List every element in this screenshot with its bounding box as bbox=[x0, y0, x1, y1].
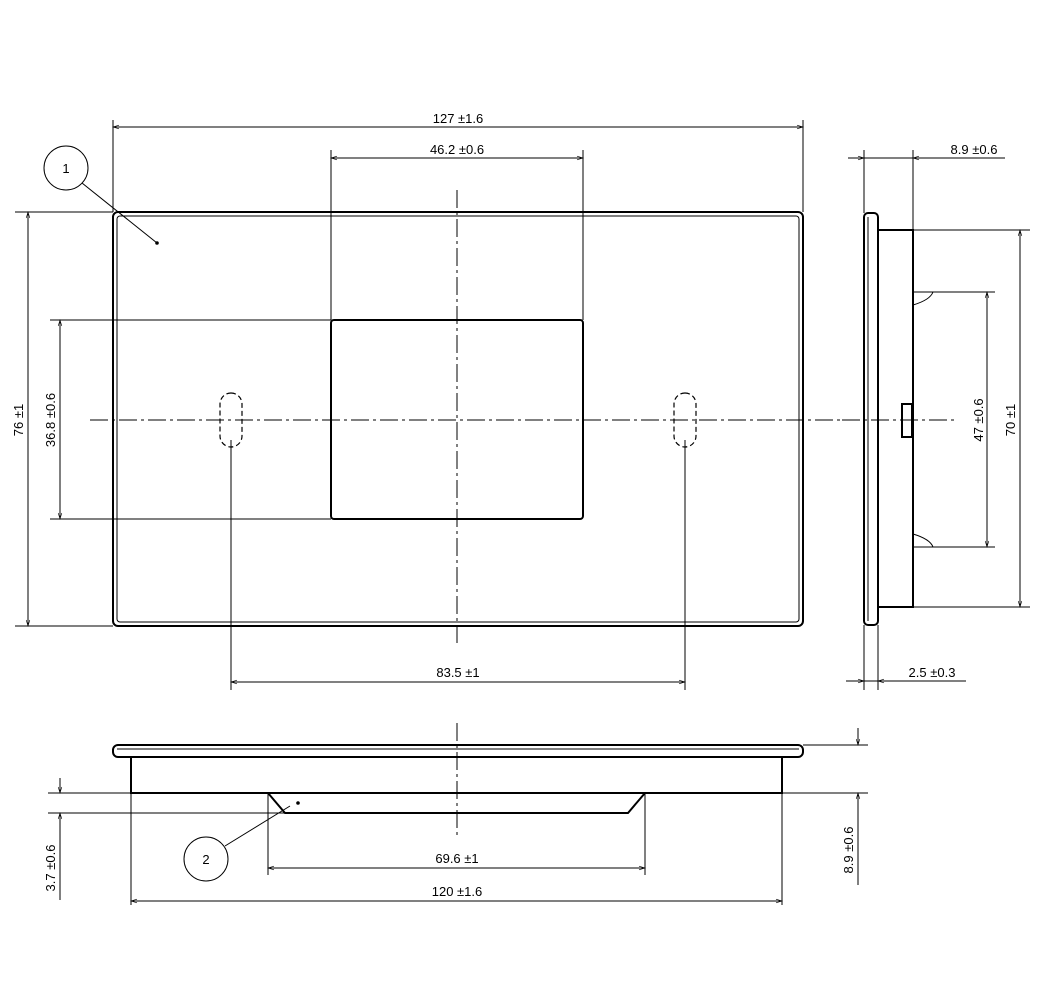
extension-lines bbox=[15, 120, 804, 690]
clip-bottom bbox=[912, 533, 934, 548]
balloon-1 bbox=[43, 145, 89, 191]
dim-step-height: 3.7 ±0.6 bbox=[43, 845, 58, 892]
dim-slot-spacing: 83.5 ±1 bbox=[436, 665, 479, 680]
dim-window-height: 36.8 ±0.6 bbox=[43, 393, 58, 447]
dim-overall-height: 76 ±1 bbox=[11, 404, 26, 436]
dim-bottom-depth: 8.9 ±0.6 bbox=[841, 827, 856, 874]
side-body bbox=[878, 229, 914, 608]
front-view: 127 ±1.6 46.2 ±0.6 76 ±1 36.8 ±0.6 83.5 … bbox=[11, 111, 840, 690]
bottom-plate bbox=[112, 744, 804, 758]
balloon-2-label: 2 bbox=[202, 852, 209, 867]
balloon-1-leader-dot bbox=[155, 241, 159, 245]
cover-plate-inner-edge bbox=[116, 215, 800, 623]
balloon-2-leader-dot bbox=[296, 801, 300, 805]
dim-plate-thickness: 2.5 ±0.3 bbox=[909, 665, 956, 680]
dim-window-width: 46.2 ±0.6 bbox=[430, 142, 484, 157]
side-extension-lines bbox=[863, 150, 1030, 690]
dim-body-width: 120 ±1.6 bbox=[432, 884, 483, 899]
cover-plate-outline bbox=[112, 211, 804, 627]
clip-top bbox=[912, 291, 934, 306]
dim-body-height: 70 ±1 bbox=[1003, 404, 1018, 436]
dim-recess-width: 69.6 ±1 bbox=[435, 851, 478, 866]
dim-clip-spacing: 47 ±0.6 bbox=[971, 398, 986, 441]
side-view: 8.9 ±0.6 70 ±1 47 ±0.6 2.5 ±0.3 bbox=[842, 142, 1030, 690]
balloon-2-leader bbox=[224, 805, 291, 847]
side-plate bbox=[863, 212, 879, 626]
balloon-1-label: 1 bbox=[62, 161, 69, 176]
dim-side-depth: 8.9 ±0.6 bbox=[951, 142, 998, 157]
dim-overall-width: 127 ±1.6 bbox=[433, 111, 484, 126]
balloon-2 bbox=[183, 836, 229, 882]
balloon-1-leader bbox=[81, 182, 158, 244]
bottom-extension-lines bbox=[48, 744, 868, 905]
bottom-view: 3.7 ±0.6 8.9 ±0.6 69.6 ±1 120 ±1.6 2 bbox=[43, 723, 868, 905]
